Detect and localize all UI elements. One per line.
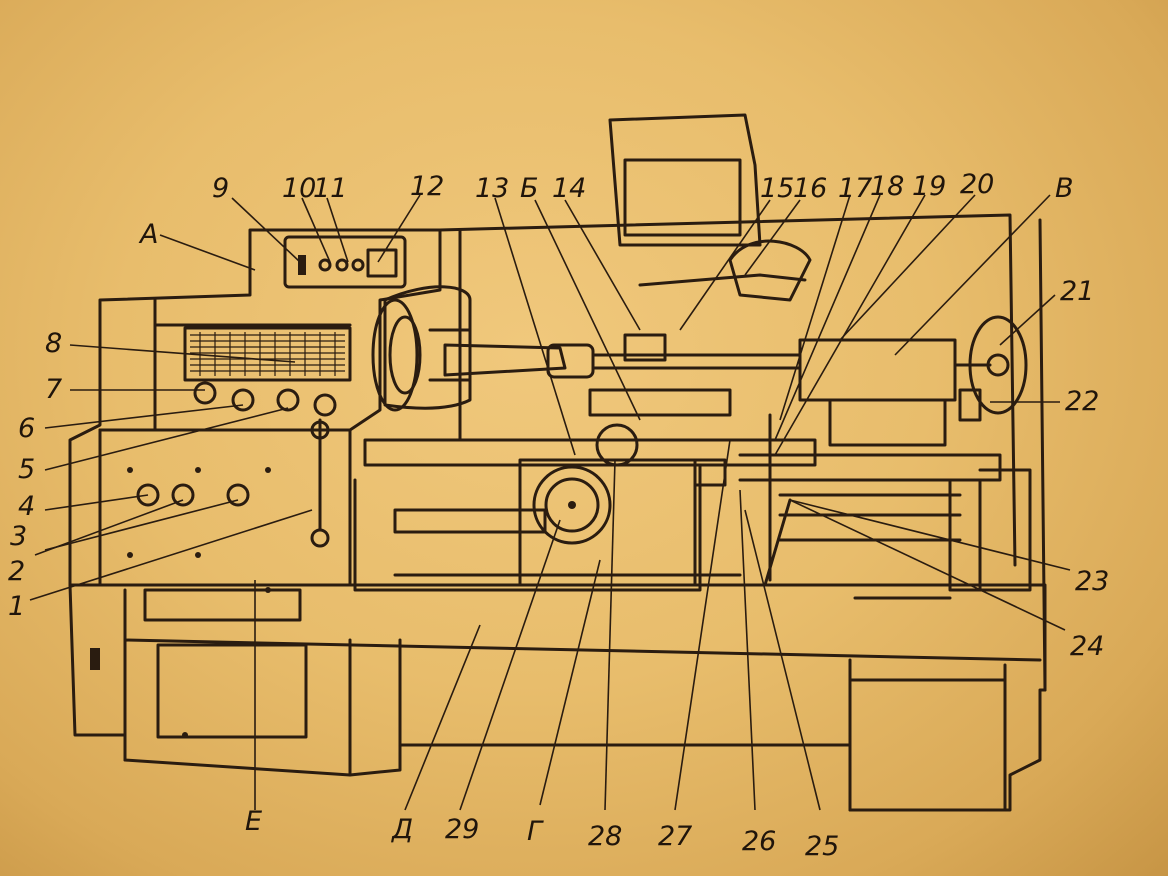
label-22: 22 — [1065, 386, 1099, 417]
label-27: 27 — [658, 821, 692, 852]
label-8: 8 — [45, 328, 62, 359]
label-29: 29 — [445, 814, 479, 845]
label-24: 24 — [1070, 631, 1104, 662]
label-13: 13 — [475, 173, 509, 204]
label-7: 7 — [45, 374, 62, 405]
label-14: 14 — [552, 173, 586, 204]
label-B: Б — [520, 173, 539, 204]
label-17: 17 — [838, 173, 872, 204]
label-D: Д — [391, 814, 413, 845]
chuck — [371, 285, 802, 412]
label-19: 19 — [912, 171, 946, 202]
headstock — [68, 228, 442, 738]
label-28: 28 — [588, 821, 622, 852]
label-12: 12 — [410, 171, 444, 202]
label-V: В — [1055, 173, 1074, 204]
label-9: 9 — [212, 173, 229, 204]
leader-lines — [29, 194, 1071, 811]
label-5: 5 — [18, 454, 35, 485]
label-23: 23 — [1075, 566, 1109, 597]
label-3: 3 — [10, 521, 27, 552]
label-15: 15 — [760, 173, 794, 204]
label-26: 26 — [742, 826, 776, 857]
label-18: 18 — [870, 171, 904, 202]
label-4: 4 — [18, 491, 35, 522]
label-G: Г — [527, 816, 544, 847]
label-E: Е — [245, 806, 262, 837]
callout-labels: А Б В Г Д Е 1 2 3 4 5 6 7 8 9 10 11 12 1… — [8, 169, 1109, 862]
label-1: 1 — [8, 591, 25, 622]
carriage — [353, 333, 817, 592]
label-6: 6 — [18, 413, 35, 444]
label-21: 21 — [1060, 276, 1094, 307]
label-10: 10 — [282, 173, 316, 204]
label-20: 20 — [960, 169, 994, 200]
label-11: 11 — [313, 173, 347, 204]
guard-frame — [438, 113, 1017, 567]
label-16: 16 — [793, 173, 827, 204]
label-A: А — [138, 219, 158, 250]
label-25: 25 — [805, 831, 839, 862]
label-2: 2 — [8, 556, 25, 587]
bed-stand — [68, 583, 1047, 812]
feed-rods — [393, 218, 1047, 692]
